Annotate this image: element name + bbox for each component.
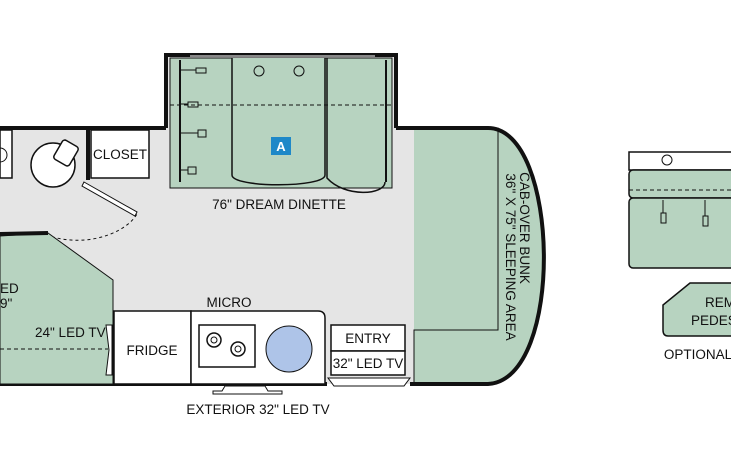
bunk-size-label: 36" X 75" SLEEPING AREA — [503, 173, 518, 340]
tv-32-label: 32" LED TV — [333, 356, 404, 371]
tv-32-cabinet — [330, 350, 406, 376]
sink-icon — [0, 147, 8, 163]
tv-24-icon — [105, 324, 113, 376]
seatbelt-icon — [180, 129, 207, 138]
burner-icon — [230, 341, 246, 357]
option-badge-label: A — [276, 139, 286, 154]
dinette-label: 76" DREAM DINETTE — [212, 197, 346, 212]
entry: ENTRY 32" LED TV — [327, 324, 411, 387]
bunk-inner-edge — [414, 128, 498, 330]
seatbelt-icon — [180, 166, 197, 175]
door-panel — [81, 181, 138, 217]
bunk-label: CAB-OVER BUNK — [517, 172, 532, 284]
cup-holder-icon — [253, 65, 265, 77]
seatbelt-icon — [660, 200, 667, 224]
optional-panel: REM PEDEST OPTIONAL — [628, 151, 731, 362]
optional-pedestal — [662, 282, 731, 337]
optional-seat — [628, 197, 731, 269]
sink-icon — [265, 325, 313, 373]
cup-holder-icon — [293, 65, 305, 77]
optional-label: OPTIONAL — [664, 347, 731, 362]
entry-step — [330, 324, 406, 352]
optional-cabinet — [628, 151, 731, 171]
entry-label: ENTRY — [345, 331, 391, 346]
pedestal-label-partial: REM — [705, 295, 731, 310]
seatbelt-icon — [180, 101, 199, 108]
closet: CLOSET — [45, 129, 150, 241]
dream-dinette: A — [169, 57, 393, 194]
kitchen: MICRO FRIDGE — [113, 295, 326, 385]
exterior-tv-label: EXTERIOR 32" LED TV — [186, 402, 329, 417]
door-swing — [45, 211, 139, 241]
seatbelt-icon — [180, 67, 207, 74]
bathroom — [0, 129, 90, 188]
slideout-wall — [164, 53, 398, 128]
cup-holder-icon — [661, 154, 673, 166]
bed: ED 9" 24" LED TV — [0, 231, 114, 385]
entry-door-icon — [327, 377, 411, 387]
pedestal-type-partial: PEDEST — [691, 313, 731, 328]
tv-24-label: 24" LED TV — [35, 325, 106, 340]
bed-size-partial: 9" — [0, 296, 13, 311]
stove — [198, 324, 256, 368]
bed-label-partial: ED — [0, 281, 19, 296]
optional-seat-back — [628, 169, 731, 199]
seatbelt-icon — [702, 200, 709, 227]
fridge-label: FRIDGE — [126, 343, 177, 358]
closet-label: CLOSET — [93, 147, 147, 162]
burner-icon — [206, 332, 222, 348]
micro-label: MICRO — [207, 295, 252, 310]
exterior-tv-icon — [212, 385, 283, 395]
option-badge — [271, 137, 291, 155]
